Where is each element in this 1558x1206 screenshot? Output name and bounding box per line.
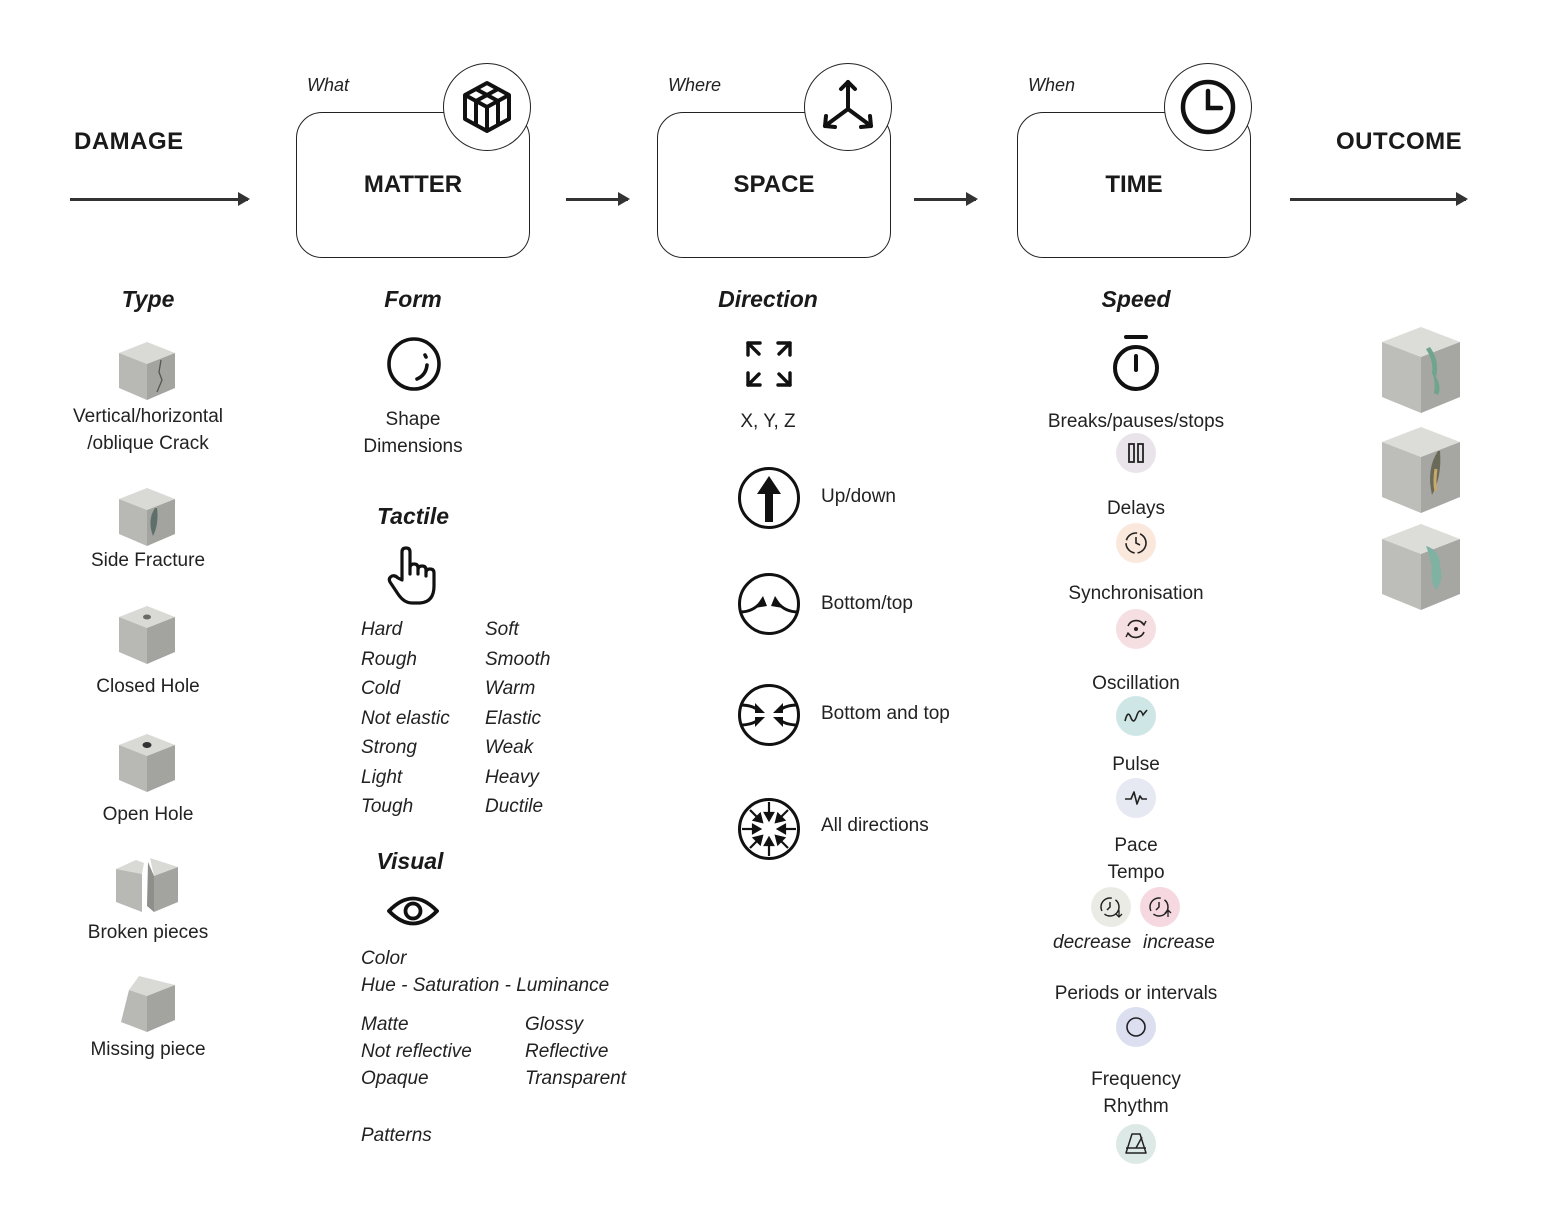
form-label: Shape Dimensions — [363, 409, 463, 457]
broken-cube-icon — [116, 858, 178, 912]
clock-icon — [1164, 63, 1252, 151]
pace-label: Pace Tempo — [1107, 835, 1165, 883]
tactile-left-0: Hard — [361, 619, 403, 640]
cube-outline-icon — [443, 63, 531, 151]
bottom-top-circle-icon — [738, 573, 800, 635]
delay-clock-icon — [1116, 523, 1156, 563]
type-crack-label: Vertical/horizontal /oblique Crack — [48, 403, 248, 457]
time-tag: When — [1028, 75, 1076, 95]
visual-right-2: Transparent — [525, 1068, 627, 1089]
visual-hsl-label: Hue - Saturation - Luminance — [361, 975, 610, 996]
cracked-cube-icon — [119, 342, 175, 400]
matter-space-arrow — [566, 192, 630, 206]
outcome-header: OUTCOME — [1336, 128, 1463, 155]
visual-right-1: Reflective — [525, 1041, 609, 1062]
missing-piece-cube-icon — [121, 976, 175, 1032]
eye-icon — [387, 896, 439, 926]
tactile-title: Tactile — [376, 503, 449, 529]
time-label: TIME — [1105, 171, 1163, 198]
type-title: Type — [121, 286, 175, 312]
tactile-right-2: Warm — [485, 678, 536, 699]
oscillation-wave-icon — [1116, 696, 1156, 736]
direction-title: Direction — [718, 286, 818, 312]
periods-label: Periods or intervals — [1054, 983, 1218, 1004]
pause-icon — [1116, 433, 1156, 473]
tactile-left-5: Light — [361, 766, 403, 788]
tactile-right-4: Weak — [485, 737, 534, 758]
visual-left-1: Not reflective — [361, 1041, 472, 1062]
tactile-right-list: Soft Smooth Warm Elastic Weak Heavy Duct… — [485, 615, 550, 822]
repaired-cube-fracture-icon — [1382, 427, 1460, 513]
matter-label: MATTER — [363, 171, 463, 198]
oscillation-label: Oscillation — [1092, 673, 1180, 694]
damage-header: DAMAGE — [74, 128, 184, 155]
type-side-fracture-label: Side Fracture — [90, 550, 206, 571]
speed-title: Speed — [1101, 286, 1171, 312]
sync-label: Synchronisation — [1068, 583, 1204, 604]
tactile-right-0: Soft — [485, 619, 519, 640]
period-circle-icon — [1116, 1007, 1156, 1047]
three-axes-icon — [804, 63, 892, 151]
tactile-right-6: Ductile — [485, 796, 544, 817]
matter-tag: What — [307, 75, 350, 95]
space-label: SPACE — [733, 171, 815, 198]
outcome-arrow — [1290, 192, 1468, 206]
decrease-clock-icon — [1091, 887, 1131, 927]
visual-right-list: Glossy Reflective Transparent — [525, 1011, 626, 1092]
pointing-hand-icon — [387, 546, 436, 605]
visual-right-0: Glossy — [525, 1014, 584, 1035]
space-time-arrow — [914, 192, 978, 206]
open-hole-cube-icon — [119, 734, 175, 792]
xyz-label: X, Y, Z — [740, 411, 796, 432]
damage-arrow — [70, 192, 250, 206]
delays-label: Delays — [1106, 498, 1166, 519]
type-open-hole-label: Open Hole — [102, 804, 194, 825]
closed-hole-cube-icon — [119, 606, 175, 664]
type-missing-label: Missing piece — [90, 1039, 206, 1060]
type-broken-label: Broken pieces — [87, 922, 209, 943]
increase-clock-icon — [1140, 887, 1180, 927]
breaks-label: Breaks/pauses/stops — [1047, 411, 1225, 432]
visual-left-list: Matte Not reflective Opaque — [361, 1011, 472, 1092]
sync-icon — [1116, 609, 1156, 649]
tactile-right-1: Smooth — [485, 648, 551, 670]
space-box: SPACE — [657, 112, 891, 258]
visual-patterns-label: Patterns — [361, 1125, 432, 1146]
frequency-label: Frequency Rhythm — [1091, 1069, 1181, 1117]
bottom-and-top-circle-icon — [738, 684, 800, 746]
tactile-left-1: Rough — [361, 648, 417, 670]
expand-arrows-icon — [746, 341, 792, 387]
tactile-left-list: Hard Rough Cold Not elastic Strong Light… — [361, 615, 450, 822]
type-crack-text: Vertical/horizontal /oblique Crack — [73, 406, 223, 454]
side-fracture-cube-icon — [119, 488, 175, 546]
pulse-line-icon — [1116, 778, 1156, 818]
tactile-left-3: Not elastic — [361, 707, 450, 729]
repaired-cube-teal-fill-icon — [1382, 524, 1460, 610]
direction-bottomandtop-label: Bottom and top — [821, 703, 950, 724]
direction-bottomtop-label: Bottom/top — [821, 593, 913, 614]
visual-left-2: Opaque — [361, 1068, 429, 1089]
decrease-label: decrease — [1053, 932, 1132, 953]
space-tag: Where — [668, 75, 722, 95]
tactile-right-5: Heavy — [485, 766, 539, 788]
tactile-right-3: Elastic — [485, 707, 541, 729]
visual-title: Visual — [376, 848, 444, 874]
tactile-left-2: Cold — [361, 678, 401, 699]
pulse-label: Pulse — [1112, 754, 1160, 775]
direction-all-label: All directions — [821, 815, 929, 836]
all-directions-circle-icon — [738, 798, 800, 860]
direction-updown-label: Up/down — [821, 486, 896, 507]
up-arrow-circle-icon — [738, 467, 800, 529]
circle-shape-icon — [387, 337, 441, 391]
visual-color-label: Color — [361, 948, 407, 969]
form-title: Form — [384, 286, 442, 312]
visual-left-0: Matte — [361, 1014, 409, 1035]
stopwatch-icon — [1113, 335, 1159, 391]
type-closed-hole-label: Closed Hole — [96, 676, 200, 697]
metronome-icon — [1116, 1124, 1156, 1164]
tactile-left-6: Tough — [361, 796, 414, 817]
tactile-left-4: Strong — [361, 737, 417, 758]
increase-label: increase — [1143, 932, 1215, 953]
repaired-cube-green-crack-icon — [1382, 327, 1460, 413]
